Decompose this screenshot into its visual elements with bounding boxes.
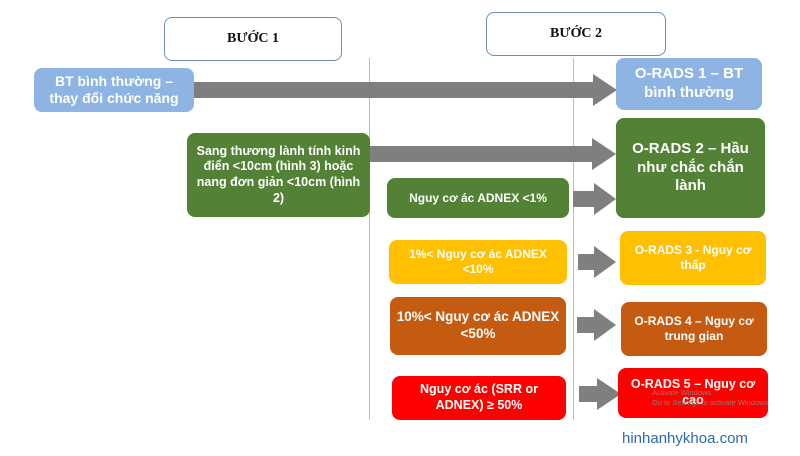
watermark-line2: Go to Settings to activate Windows. bbox=[652, 397, 771, 407]
normal-ovary-box: BT bình thường – thay đổi chức năng bbox=[34, 68, 194, 112]
arrow-risk3-to-orads4 bbox=[577, 309, 616, 341]
arrow-benign-to-orads2 bbox=[370, 138, 616, 170]
step1-header: BƯỚC 1 bbox=[164, 17, 342, 61]
step2-header: BƯỚC 2 bbox=[486, 12, 666, 56]
orads1-box: O-RADS 1 – BT bình thường bbox=[616, 58, 762, 110]
risk-10-to-50-box: 10%< Nguy cơ ác ADNEX <50% bbox=[390, 297, 566, 355]
arrow-normal-to-orads1 bbox=[193, 74, 617, 106]
divider-line-right bbox=[573, 58, 574, 420]
activate-windows-watermark: Activate Windows Go to Settings to activ… bbox=[652, 388, 770, 408]
classic-benign-lesion-box: Sang thương lành tính kinh điển <10cm (h… bbox=[187, 133, 370, 217]
arrow-risk4-to-orads5 bbox=[579, 378, 621, 410]
site-footer-text: hinhanhykhoa.com bbox=[622, 430, 748, 447]
arrow-risk1-to-orads2 bbox=[573, 183, 616, 215]
orads2-box: O-RADS 2 – Hầu như chắc chắn lành bbox=[616, 118, 765, 218]
watermark-line1: Activate Windows bbox=[652, 388, 712, 397]
risk-under-1-box: Nguy cơ ác ADNEX <1% bbox=[387, 178, 569, 218]
risk-over-50-box: Nguy cơ ác (SRR or ADNEX) ≥ 50% bbox=[392, 376, 566, 420]
divider-line-left bbox=[369, 58, 370, 420]
risk-1-to-10-box: 1%< Nguy cơ ác ADNEX <10% bbox=[389, 240, 567, 284]
orads3-box: O-RADS 3 - Nguy cơ thấp bbox=[620, 231, 766, 285]
orads5-box: O-RADS 5 – Nguy cơ cao bbox=[618, 368, 768, 418]
arrow-risk2-to-orads3 bbox=[578, 246, 616, 278]
orads4-box: O-RADS 4 – Nguy cơ trung gian bbox=[621, 302, 767, 356]
